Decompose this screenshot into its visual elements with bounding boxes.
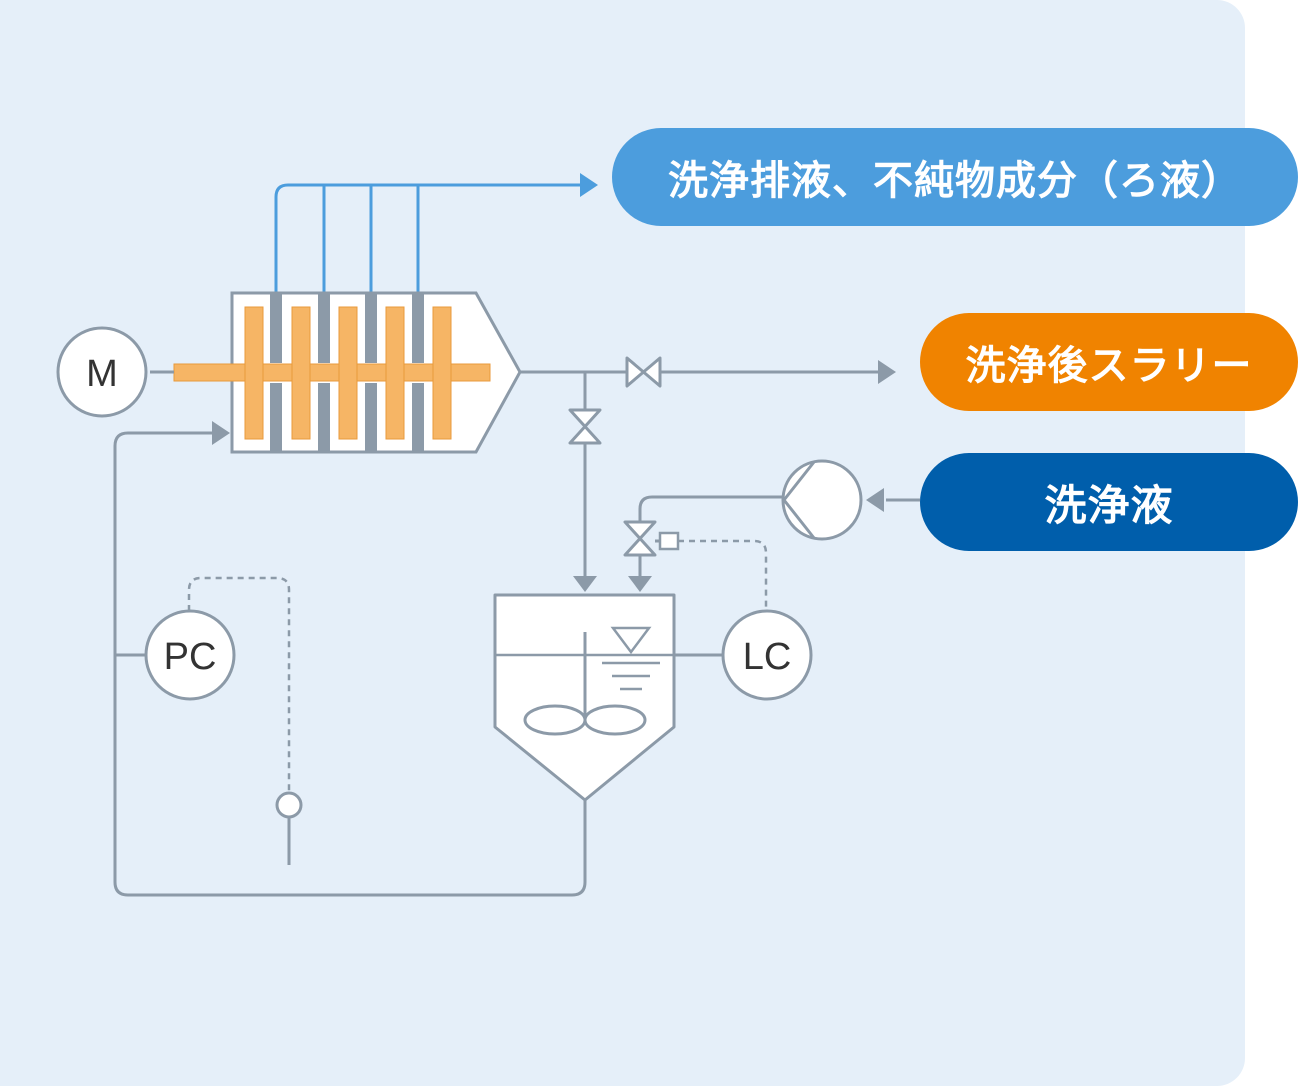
drain-output-label: 洗浄排液、不純物成分（ろ液） [612,128,1298,226]
liquid-level-icon [610,626,652,655]
wash-liquid-label: 洗浄液 [920,453,1298,551]
level-signal-line [678,539,768,612]
drain-piping [274,183,582,293]
level-controller-symbol [721,609,813,701]
level-control-valve [623,520,657,557]
feed-inlet-arrow [212,421,230,445]
wash-pump [781,459,863,541]
pressure-sensor [275,791,303,819]
recycle-piping [113,431,587,897]
outlet-valve [625,356,662,388]
motor-symbol [56,326,148,418]
rotor-shaft [173,306,491,440]
wash-liquid-piping [638,495,920,576]
wash-tank [493,593,676,802]
agitator-blade [523,704,587,736]
slurry-outlet-piping [520,370,880,576]
screen-plates [270,293,424,452]
washed-slurry-label: 洗浄後スラリー [920,313,1298,411]
tank-feed-valve [568,408,602,445]
level-controller-label: LC [743,636,792,678]
tank-inlet-arrow [573,576,597,592]
slurry-outlet-arrow [878,360,896,384]
pressure-controller-symbol [144,609,236,701]
pressure-controller-label: PC [164,636,217,678]
agitator-blade [583,704,647,736]
valve-actuator [658,531,680,551]
washer-unit [173,291,522,454]
wash-liquid-arrow [866,488,884,512]
pressure-signal-line [187,576,291,792]
drain-arrowhead [580,173,598,197]
motor-label: M [86,353,118,395]
wash-inlet-arrow [628,576,652,592]
